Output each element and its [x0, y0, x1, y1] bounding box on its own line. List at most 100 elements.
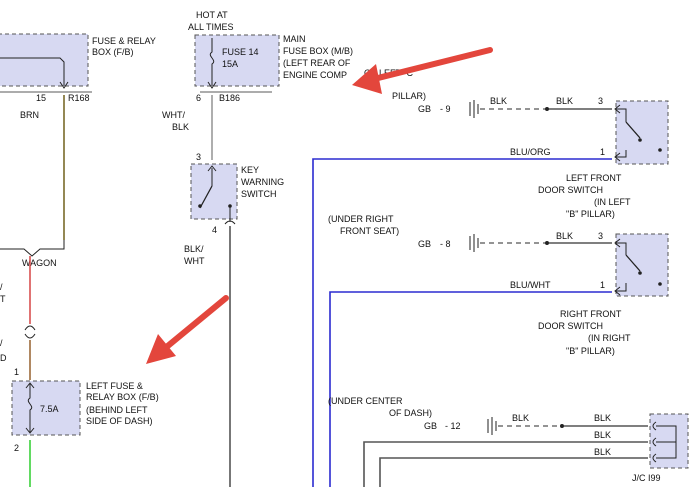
rf-splice-dot: [545, 241, 549, 245]
callout-arrow-head-top: [352, 64, 382, 94]
key-warning-switch: 3 KEY WARNING SWITCH 4: [190, 152, 284, 235]
lf-switch-upper-lead: [616, 108, 627, 122]
blu-org-wire: [312, 158, 612, 487]
blk-wht-label-1: BLK/: [184, 244, 204, 254]
connector-bottom-arc: [24, 333, 36, 339]
key-switch-label-3: SWITCH: [241, 189, 277, 199]
lf-switch-contact-right: [658, 148, 662, 152]
top-left-pin-right: R168: [68, 93, 90, 103]
center-ground-label-1: (UNDER CENTER: [328, 396, 403, 406]
left-fuse-label-3: (BEHIND LEFT: [86, 405, 148, 415]
jc-label: J/C I99: [632, 473, 661, 483]
fuse-14-hot-1: HOT AT: [196, 10, 228, 20]
lf-signal-wire-label: BLU/ORG: [510, 147, 551, 157]
rf-switch-bottom-arrow: [614, 286, 621, 296]
main-fuse-label-3: (LEFT REAR OF: [283, 58, 351, 68]
callout-arrow-shaft-left: [155, 295, 229, 357]
rf-wire-label-1: BLK: [556, 231, 573, 241]
lf-pin-bottom: 1: [600, 147, 605, 157]
rf-ground-label-1: (UNDER RIGHT: [328, 214, 394, 224]
center-wire-label-4: BLK: [594, 447, 611, 457]
jc-bus-bar: [656, 425, 677, 459]
left-fuse-rating: 7.5A: [40, 404, 59, 414]
fuse-14-hot-2: ALL TIMES: [188, 22, 234, 32]
lf-door-label-4: "B" PILLAR): [566, 209, 615, 219]
center-wire-label-1: BLK: [512, 413, 529, 423]
dark-wire-1: [363, 441, 648, 487]
lf-wire-label-1: BLK: [490, 96, 507, 106]
wht-blk-label-2: BLK: [172, 122, 189, 132]
callout-arrow-head-left: [146, 334, 176, 364]
left-front-door-circuit: OF LEFT "C" PILLAR) GB - 9 BLK BLK 3 BLU…: [364, 68, 669, 219]
top-left-box-label-1: FUSE & RELAY: [92, 36, 156, 46]
top-left-pin-arrow: [59, 81, 69, 89]
rf-switch-lower-lead: [616, 283, 627, 292]
lf-door-switch-rect: [615, 100, 669, 165]
fuse-14-box-rect: [194, 34, 280, 87]
wagon-label: WAGON: [22, 258, 57, 268]
key-switch-blade: [199, 185, 213, 209]
rf-pin-bottom: 1: [600, 280, 605, 290]
jc-terminal-1: [652, 421, 657, 431]
left-edge-fragment-4: D: [0, 353, 7, 363]
top-left-relay-box: FUSE & RELAY BOX (F/B) 15 R168 BRN: [0, 33, 156, 120]
callout-arrow-shaft-top: [359, 47, 493, 85]
center-ground-ref: GB: [424, 421, 437, 431]
rf-ground-label-2: FRONT SEAT): [340, 226, 399, 236]
top-left-wire-label: BRN: [20, 110, 39, 120]
key-switch-rect: [190, 163, 238, 220]
lf-switch-top-arrow: [614, 104, 621, 114]
left-edge-fragment-3: /: [0, 338, 3, 348]
lf-splice-dot: [545, 107, 549, 111]
center-wire-label-3: BLK: [594, 430, 611, 440]
left-fuse-box: 1 7.5A LEFT FUSE & RELAY BOX (F/B) (BEHI…: [11, 367, 159, 453]
left-fuse-bottom-arrow: [25, 427, 35, 434]
rf-switch-contact-right: [658, 282, 662, 286]
main-fuse-label-2: FUSE BOX (M/B): [283, 46, 353, 56]
rf-signal-wire-label: BLU/WHT: [510, 280, 551, 290]
main-fuse-label-1: MAIN: [283, 34, 306, 44]
jc-terminal-2: [652, 437, 657, 447]
left-fuse-top-arrow: [25, 382, 35, 389]
fuse-14-pin-left: 6: [196, 93, 201, 103]
top-left-box-label-2: BOX (F/B): [92, 47, 134, 57]
fuse-14-pin-arrow: [207, 81, 217, 89]
rf-ground-symbol: [469, 234, 479, 252]
fuse-14-rating: 15A: [222, 59, 238, 69]
lf-switch-blade: [625, 121, 641, 139]
center-ground-num: - 12: [445, 421, 461, 431]
left-fuse-pin-bottom: 2: [14, 443, 19, 453]
lf-ground-ref: GB: [418, 104, 431, 114]
lf-ground-num: - 9: [440, 104, 451, 114]
lf-wire-label-2: BLK: [556, 96, 573, 106]
fuse-14-box: HOT AT ALL TIMES FUSE 14 15A MAIN FUSE B…: [188, 10, 353, 103]
main-fuse-label-4: ENGINE COMP: [283, 70, 347, 80]
wagon-splice: WAGON / T / D: [0, 240, 65, 363]
center-splice-dot: [560, 424, 564, 428]
blu-wht-wire: [329, 291, 612, 487]
wagon-splice-line: [0, 240, 65, 257]
rf-ground-ref: GB: [418, 239, 431, 249]
lf-door-label-1: LEFT FRONT: [566, 173, 622, 183]
left-fuse-pin-top: 1: [14, 367, 19, 377]
rf-switch-top-arrow: [614, 238, 621, 248]
key-switch-label-2: WARNING: [241, 177, 284, 187]
right-front-door-circuit: (UNDER RIGHT FRONT SEAT) GB - 8 BLK 3 BL…: [328, 214, 669, 356]
left-fuse-label-4: SIDE OF DASH): [86, 416, 153, 426]
lf-switch-bottom-arrow: [614, 152, 621, 162]
wht-blk-label-1: WHT/: [162, 110, 185, 120]
dark-wire-2: [379, 457, 648, 487]
lf-ground-label-2: PILLAR): [392, 91, 426, 101]
rf-switch-contact: [638, 271, 642, 275]
lf-pin-top: 3: [598, 96, 603, 106]
top-left-relay-box-rect: [0, 33, 89, 87]
lf-door-label-3: (IN LEFT: [594, 197, 631, 207]
rf-door-label-3: (IN RIGHT: [588, 333, 631, 343]
center-wire-label-2: BLK: [594, 413, 611, 423]
blk-wht-label-2: WHT: [184, 256, 205, 266]
left-fuse-element: [27, 384, 33, 432]
lf-door-label-2: DOOR SWITCH: [538, 185, 603, 195]
rf-door-label-4: "B" PILLAR): [566, 346, 615, 356]
